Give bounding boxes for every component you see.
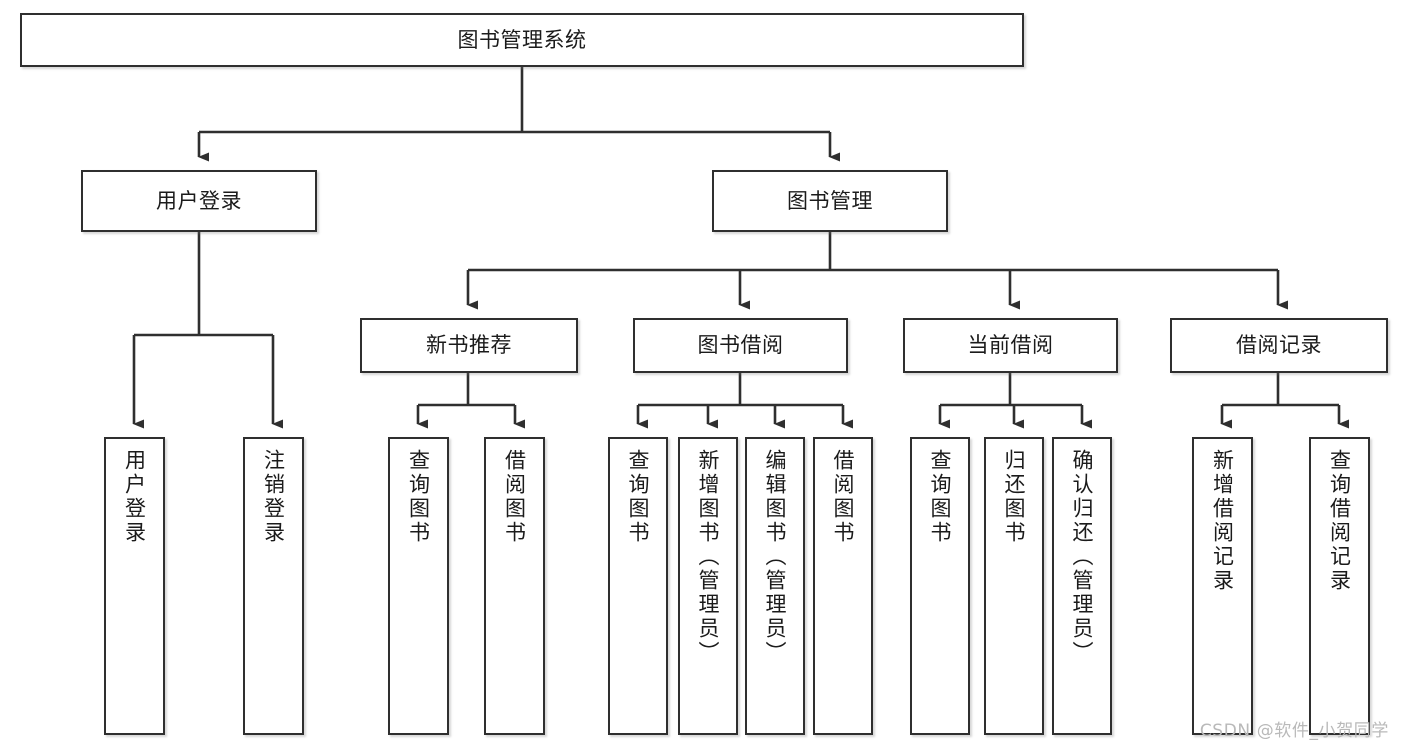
node-leaf-cb-query-book[interactable]: 查询图书 [910, 437, 970, 735]
node-label: 确认归还（管理员） [1070, 449, 1095, 665]
node-borrow-record[interactable]: 借阅记录 [1170, 318, 1388, 373]
node-label: 注销登录 [261, 449, 286, 545]
node-label: 查询图书 [626, 449, 651, 545]
node-leaf-cb-return-book[interactable]: 归还图书 [984, 437, 1044, 735]
node-label: 用户登录 [122, 449, 147, 545]
node-leaf-user-login[interactable]: 用户登录 [104, 437, 165, 735]
node-leaf-nb-query-book[interactable]: 查询图书 [388, 437, 449, 735]
node-label: 借阅图书 [502, 449, 527, 545]
watermark-text: CSDN @软件_小贺同学 [1199, 721, 1389, 741]
node-leaf-bb-edit-book[interactable]: 编辑图书（管理员） [745, 437, 805, 735]
node-user-login[interactable]: 用户登录 [81, 170, 317, 232]
node-leaf-cb-confirm-return[interactable]: 确认归还（管理员） [1052, 437, 1112, 735]
node-leaf-br-add-record[interactable]: 新增借阅记录 [1192, 437, 1253, 735]
node-leaf-bb-borrow-book[interactable]: 借阅图书 [813, 437, 873, 735]
node-label: 新增图书（管理员） [696, 449, 721, 665]
node-label: 编辑图书（管理员） [763, 449, 788, 665]
node-book-manage[interactable]: 图书管理 [712, 170, 948, 232]
node-label: 新书推荐 [426, 333, 512, 358]
node-book-borrow[interactable]: 图书借阅 [633, 318, 848, 373]
node-new-book-recommend[interactable]: 新书推荐 [360, 318, 578, 373]
node-label: 借阅记录 [1236, 333, 1322, 358]
node-label: 图书借阅 [697, 333, 784, 358]
node-label: 查询图书 [928, 449, 953, 545]
node-leaf-bb-add-book[interactable]: 新增图书（管理员） [678, 437, 738, 735]
node-label: 查询借阅记录 [1327, 449, 1352, 593]
node-label: 借阅图书 [831, 449, 856, 545]
node-label: 图书管理 [787, 188, 873, 213]
node-label: 当前借阅 [967, 333, 1054, 358]
node-label: 图书管理系统 [457, 27, 587, 52]
node-label: 用户登录 [156, 188, 242, 213]
node-current-borrow[interactable]: 当前借阅 [903, 318, 1118, 373]
node-leaf-user-logout[interactable]: 注销登录 [243, 437, 304, 735]
node-leaf-br-query-record[interactable]: 查询借阅记录 [1309, 437, 1370, 735]
node-label: 新增借阅记录 [1210, 449, 1235, 593]
node-label: 查询图书 [406, 449, 431, 545]
node-label: 归还图书 [1002, 449, 1027, 545]
node-root-system[interactable]: 图书管理系统 [20, 13, 1024, 67]
node-leaf-nb-borrow-book[interactable]: 借阅图书 [484, 437, 545, 735]
node-leaf-bb-query-book[interactable]: 查询图书 [608, 437, 668, 735]
